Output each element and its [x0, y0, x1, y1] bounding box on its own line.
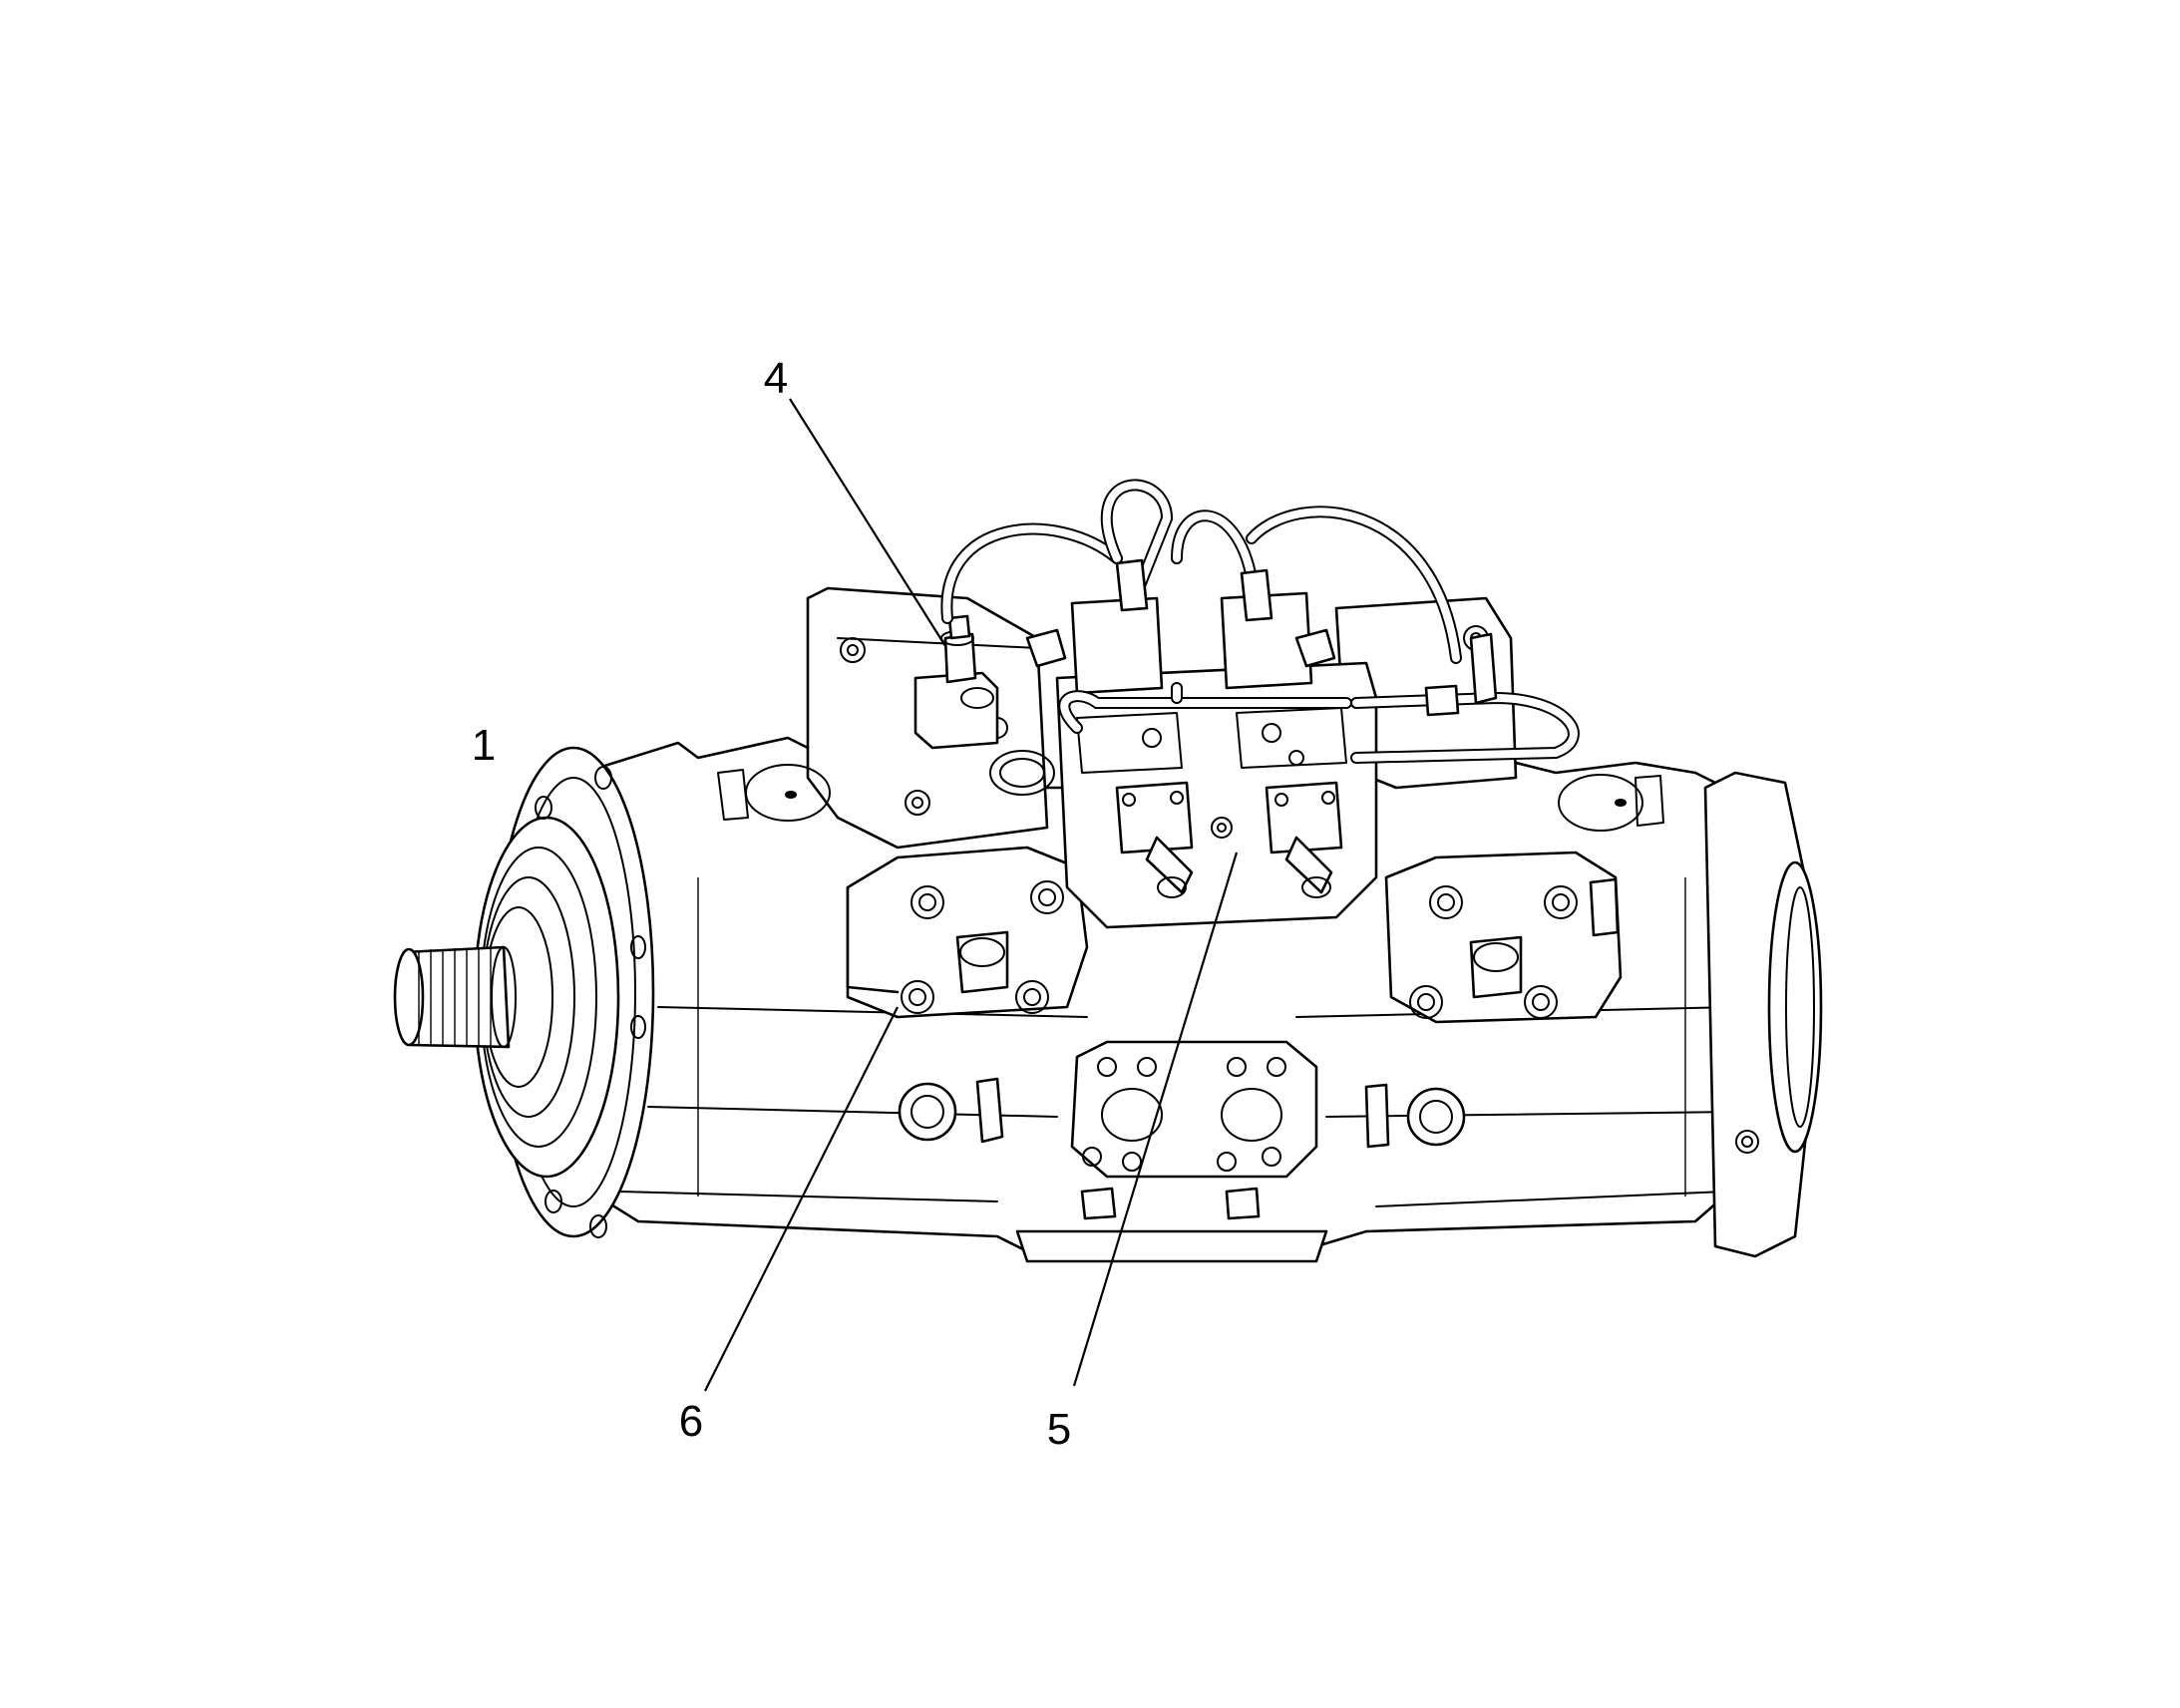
right-side-port-plug	[1364, 1083, 1466, 1149]
callout-label-5: 5	[1047, 1405, 1071, 1454]
left-nameplate	[717, 764, 831, 822]
leader-line-4	[789, 398, 946, 647]
pump-assembly-drawing	[393, 479, 1823, 1263]
pressure-sensor-housing	[913, 671, 999, 750]
callout-label-6: 6	[679, 1397, 703, 1446]
pilot-hoses	[940, 479, 1580, 764]
leader-line-6	[704, 1006, 899, 1392]
splined-drive-shaft	[393, 945, 517, 1049]
right-end-ring	[1767, 860, 1823, 1154]
callout-labels: 1 4 5 6	[472, 354, 1071, 1454]
leader-line-5	[1072, 852, 1239, 1387]
right-nameplate	[1558, 774, 1664, 832]
left-regulator	[846, 846, 1089, 1019]
leader-lines	[704, 398, 1239, 1392]
callout-label-1: 1	[472, 721, 496, 770]
callout-label-4: 4	[764, 354, 788, 403]
solenoid-block-right	[1265, 781, 1343, 854]
left-side-port-plug	[898, 1077, 1004, 1144]
lower-block	[1015, 1229, 1328, 1263]
